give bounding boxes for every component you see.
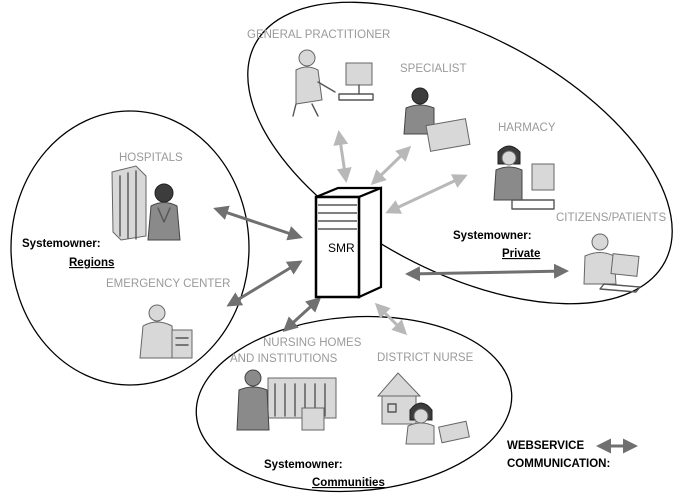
arrow-district-nurse-smr xyxy=(374,302,408,336)
arrow-nursing-smr xyxy=(282,296,322,333)
private-owner-title: Systemowner: xyxy=(453,230,532,242)
legend: WEBSERVICE COMMUNICATION: xyxy=(507,438,638,470)
private-boundary xyxy=(247,1,673,305)
communities-owner-name: Communities xyxy=(312,477,385,489)
node-label-emergency-center: EMERGENCY CENTER xyxy=(106,278,230,290)
node-label-specialist: SPECIALIST xyxy=(400,63,466,75)
node-label-general-practitioner: GENERAL PRACTITIONER xyxy=(247,29,390,41)
doctor-at-computer-icon xyxy=(292,49,374,117)
server-label: SMR xyxy=(328,241,355,255)
arrow-hospitals-smr xyxy=(213,205,303,241)
node-label-citizens-patients: CITIZENS/PATIENTS xyxy=(556,212,666,224)
node-label-nursing-homes-line1: NURSING HOMES xyxy=(263,337,362,349)
pharmacist-icon xyxy=(493,145,555,210)
hospital-staff-icon xyxy=(111,165,181,241)
paramedic-icon xyxy=(139,304,193,359)
specialist-laptop-icon xyxy=(403,87,471,152)
regions-owner-name: Regions xyxy=(69,257,114,269)
node-label-pharmacy: HARMACY xyxy=(498,122,556,134)
arrow-pharmacy-smr xyxy=(385,174,468,214)
smr-server: SMR xyxy=(314,186,383,299)
legend-line-1: WEBSERVICE xyxy=(507,440,584,452)
arrow-emergency-smr xyxy=(226,260,303,307)
communities-owner-title: Systemowner: xyxy=(264,459,343,471)
node-label-nursing-homes-line2: AND INSTITUTIONS xyxy=(230,353,338,365)
node-label-hospitals: HOSPITALS xyxy=(119,152,183,164)
nursing-home-icon xyxy=(236,369,337,431)
regions-boundary xyxy=(10,110,250,386)
regions-owner-title: Systemowner: xyxy=(22,238,101,250)
arrow-specialist-smr xyxy=(370,145,412,186)
communication-arrows xyxy=(213,130,569,336)
arrow-gp-smr xyxy=(333,130,352,183)
communities-boundary xyxy=(195,315,513,493)
private-owner-name: Private xyxy=(502,248,540,260)
legend-line-2: COMMUNICATION: xyxy=(507,458,610,470)
arrow-patients-smr xyxy=(405,263,569,282)
patient-laptop-icon xyxy=(583,233,641,293)
district-nurse-icon xyxy=(376,372,470,445)
node-label-district-nurse: DISTRICT NURSE xyxy=(377,352,474,364)
